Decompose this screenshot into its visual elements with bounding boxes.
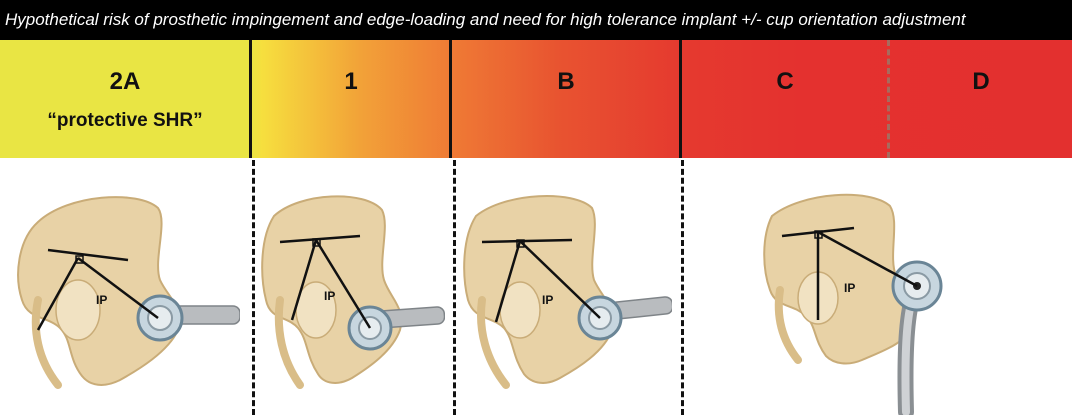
title-bar: Hypothetical risk of prosthetic impingem… <box>0 0 1072 40</box>
zone-label: B <box>557 68 574 96</box>
zone-divider-dashed <box>887 40 890 158</box>
zone-d: D <box>890 40 1072 158</box>
column-divider-dashed <box>453 160 456 415</box>
column-divider-dashed <box>681 160 684 415</box>
zone-label: D <box>972 68 989 96</box>
pelvis-figure-1: IP <box>8 180 240 405</box>
ip-label: IP <box>324 289 335 303</box>
zone-label: 1 <box>344 68 357 96</box>
zone-2a: 2A “protective SHR” <box>0 40 250 158</box>
pelvis-figure-3: IP <box>462 180 672 405</box>
ip-label: IP <box>542 293 553 307</box>
zone-label: 2A <box>110 68 141 96</box>
zone-divider <box>679 40 682 158</box>
column-divider-dashed <box>252 160 255 415</box>
zone-b: B <box>452 40 680 158</box>
zone-sublabel: “protective SHR” <box>47 110 202 132</box>
pelvis-figure-4: IP <box>762 180 967 415</box>
zone-divider <box>449 40 452 158</box>
zone-1: 1 <box>252 40 450 158</box>
diagram-title: Hypothetical risk of prosthetic impingem… <box>5 10 966 30</box>
ip-label: IP <box>96 293 107 307</box>
pelvis-figure-2: IP <box>260 180 445 405</box>
ip-label: IP <box>844 281 855 295</box>
zone-divider <box>249 40 252 158</box>
zone-label: C <box>776 68 793 96</box>
zone-c: C <box>682 40 888 158</box>
